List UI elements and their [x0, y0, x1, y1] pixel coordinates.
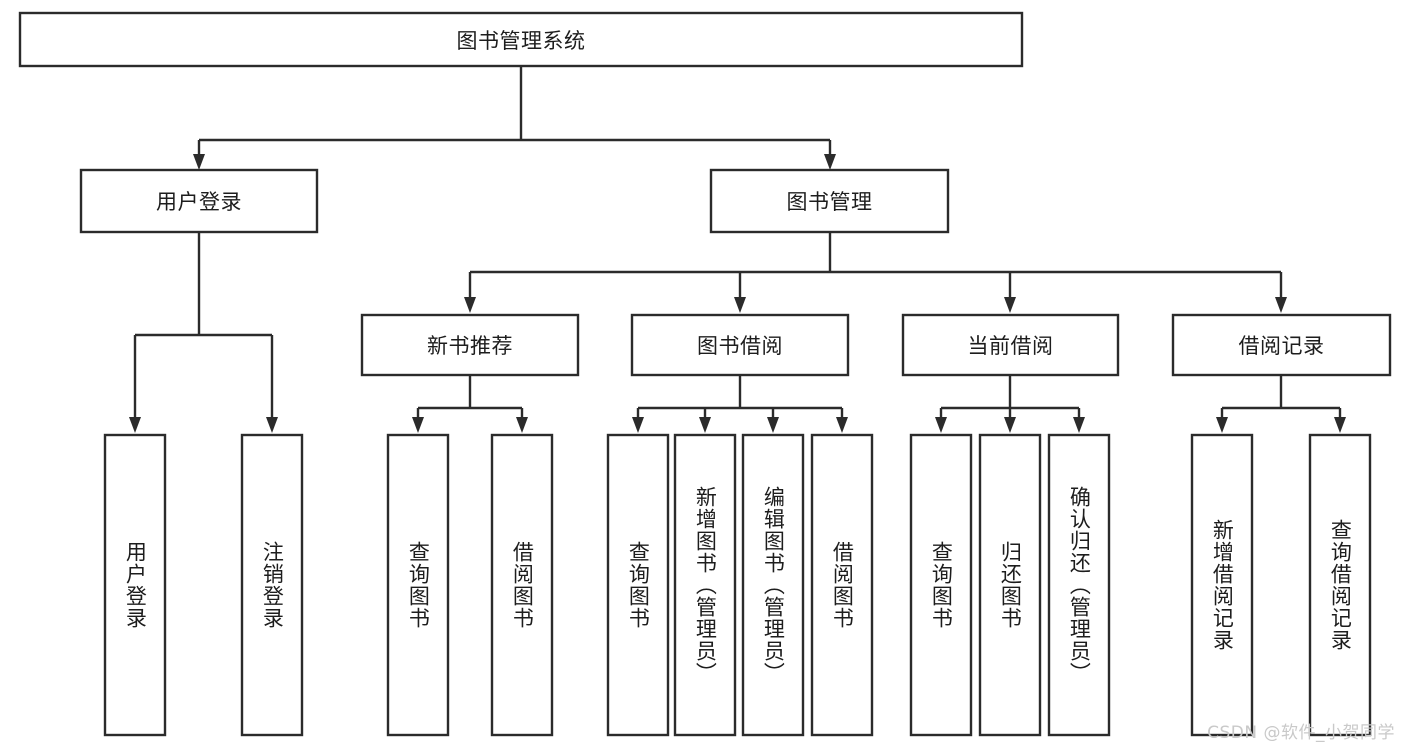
node-box-leaf[interactable] — [978, 433, 1042, 737]
node-box-leaf[interactable] — [103, 433, 167, 737]
watermark-text: CSDN @软件_小贺同学 — [1207, 723, 1395, 743]
node-box-user-login[interactable] — [79, 168, 319, 234]
node-box-book-management[interactable] — [709, 168, 950, 234]
node-box-leaf[interactable] — [1190, 433, 1254, 737]
node-box-new-book-recommend[interactable] — [360, 313, 580, 377]
node-box-leaf[interactable] — [1308, 433, 1372, 737]
node-box-root[interactable] — [18, 11, 1024, 68]
connector-currentborrow-to-leaves — [935, 375, 1085, 433]
node-box-borrow-record[interactable] — [1171, 313, 1392, 377]
node-box-leaf[interactable] — [909, 433, 973, 737]
connector-bookborrow-to-leaves — [632, 375, 848, 433]
node-box-leaf[interactable] — [673, 433, 737, 737]
node-box-leaf[interactable] — [810, 433, 874, 737]
node-box-book-borrow[interactable] — [630, 313, 850, 377]
connector-userlogin-to-leaves — [129, 232, 278, 433]
connector-borrowrecord-to-leaves — [1216, 375, 1346, 433]
node-box-leaf[interactable] — [386, 433, 450, 737]
node-box-leaf[interactable] — [741, 433, 805, 737]
node-box-leaf[interactable] — [240, 433, 304, 737]
node-box-leaf[interactable] — [490, 433, 554, 737]
node-box-leaf[interactable] — [1047, 433, 1111, 737]
node-box-leaf[interactable] — [606, 433, 670, 737]
connector-root-to-level2 — [193, 66, 836, 170]
connector-bookmgmt-to-level3 — [464, 232, 1287, 313]
node-box-current-borrow[interactable] — [901, 313, 1120, 377]
connector-newbook-to-leaves — [412, 375, 528, 433]
